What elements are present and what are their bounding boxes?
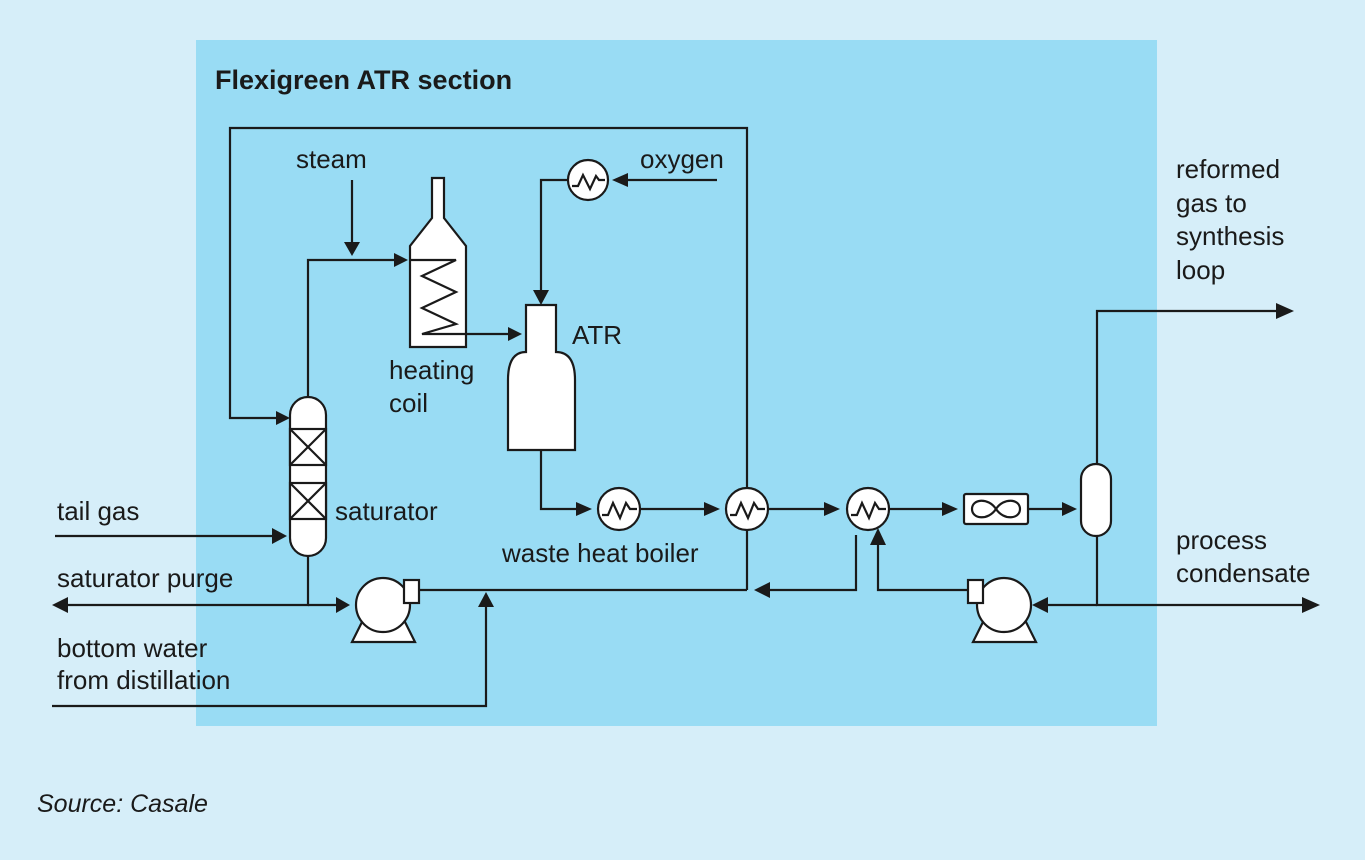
exchanger2-lower-arrow [870, 528, 886, 545]
heating-coil-unit [408, 176, 468, 349]
recycle-saturator-arrow [276, 411, 290, 425]
atr-inlet-arrow [508, 327, 522, 341]
pipe-lines [52, 126, 1305, 708]
reformed-gas-label-line4: loop [1176, 255, 1225, 285]
right-pump-discharge-line [876, 542, 968, 592]
bottom-water-label-line1: bottom water [57, 633, 208, 663]
process-condensate-label-line1: process [1176, 525, 1267, 555]
flow-arrows [52, 173, 1320, 613]
oxygen-atr-arrow [533, 290, 549, 305]
separator-vessel [1079, 462, 1113, 538]
recycle-loop-line [228, 126, 749, 590]
saturator-purge-arrow [52, 597, 68, 613]
heating-coil-zigzag [410, 258, 466, 336]
right-pump-inlet-arrow [1032, 597, 1048, 613]
coil-inlet-arrow [394, 253, 408, 267]
reformed-gas-line [1095, 309, 1278, 464]
steam-label: steam [296, 144, 367, 174]
oxygen-arrow [612, 173, 628, 187]
process-condensate-arrow [1302, 597, 1320, 613]
boiler-inlet-arrow [576, 502, 592, 516]
tail-gas-arrow [272, 528, 287, 544]
saturator-column [288, 395, 328, 558]
oxygen-label: oxygen [640, 144, 724, 174]
reformed-gas-label-line2: gas to [1176, 188, 1247, 218]
heat-exchanger-1 [724, 486, 770, 532]
cooler-inlet-arrow [942, 502, 958, 516]
waste-heat-boiler-label: waste heat boiler [501, 538, 699, 568]
reformed-gas-arrow [1276, 303, 1294, 319]
section-title: Flexigreen ATR section [215, 65, 512, 95]
tail-gas-label: tail gas [57, 496, 139, 526]
air-cooler [962, 492, 1030, 526]
atr-label: ATR [572, 320, 622, 350]
exchanger-return-line [770, 535, 858, 592]
oxygen-heater [566, 158, 610, 202]
return-arrow [754, 582, 770, 598]
heat-exchanger-2 [845, 486, 891, 532]
exchanger2-inlet-arrow [824, 502, 840, 516]
heating-coil-label-line2: coil [389, 388, 428, 418]
bottom-water-line [52, 605, 488, 708]
bottom-water-label-line2: from distillation [57, 665, 230, 695]
left-pump-inlet-arrow [336, 597, 350, 613]
oxygen-to-atr-line [539, 178, 568, 293]
saturator-label: saturator [335, 496, 438, 526]
atr-outlet-line [539, 450, 584, 511]
right-pump [966, 576, 1038, 644]
saturator-purge-label: saturator purge [57, 563, 233, 593]
atr-reactor [506, 303, 577, 452]
waste-heat-boiler [596, 486, 642, 532]
source-caption: Source: Casale [37, 790, 208, 818]
reformed-gas-label-line3: synthesis [1176, 221, 1284, 251]
separator-inlet-arrow [1062, 502, 1077, 516]
exchanger1-inlet-arrow [704, 502, 720, 516]
saturator-overhead-line [306, 258, 400, 397]
heating-coil-label-line1: heating [389, 355, 474, 385]
process-condensate-label-line2: condensate [1176, 558, 1310, 588]
heating-coil-vessel [408, 176, 468, 349]
reformed-gas-label-line1: reformed [1176, 154, 1280, 184]
saturator-vessel [288, 395, 328, 558]
steam-arrow [344, 242, 360, 256]
left-pump [350, 576, 421, 644]
bottom-water-arrow [478, 592, 494, 607]
